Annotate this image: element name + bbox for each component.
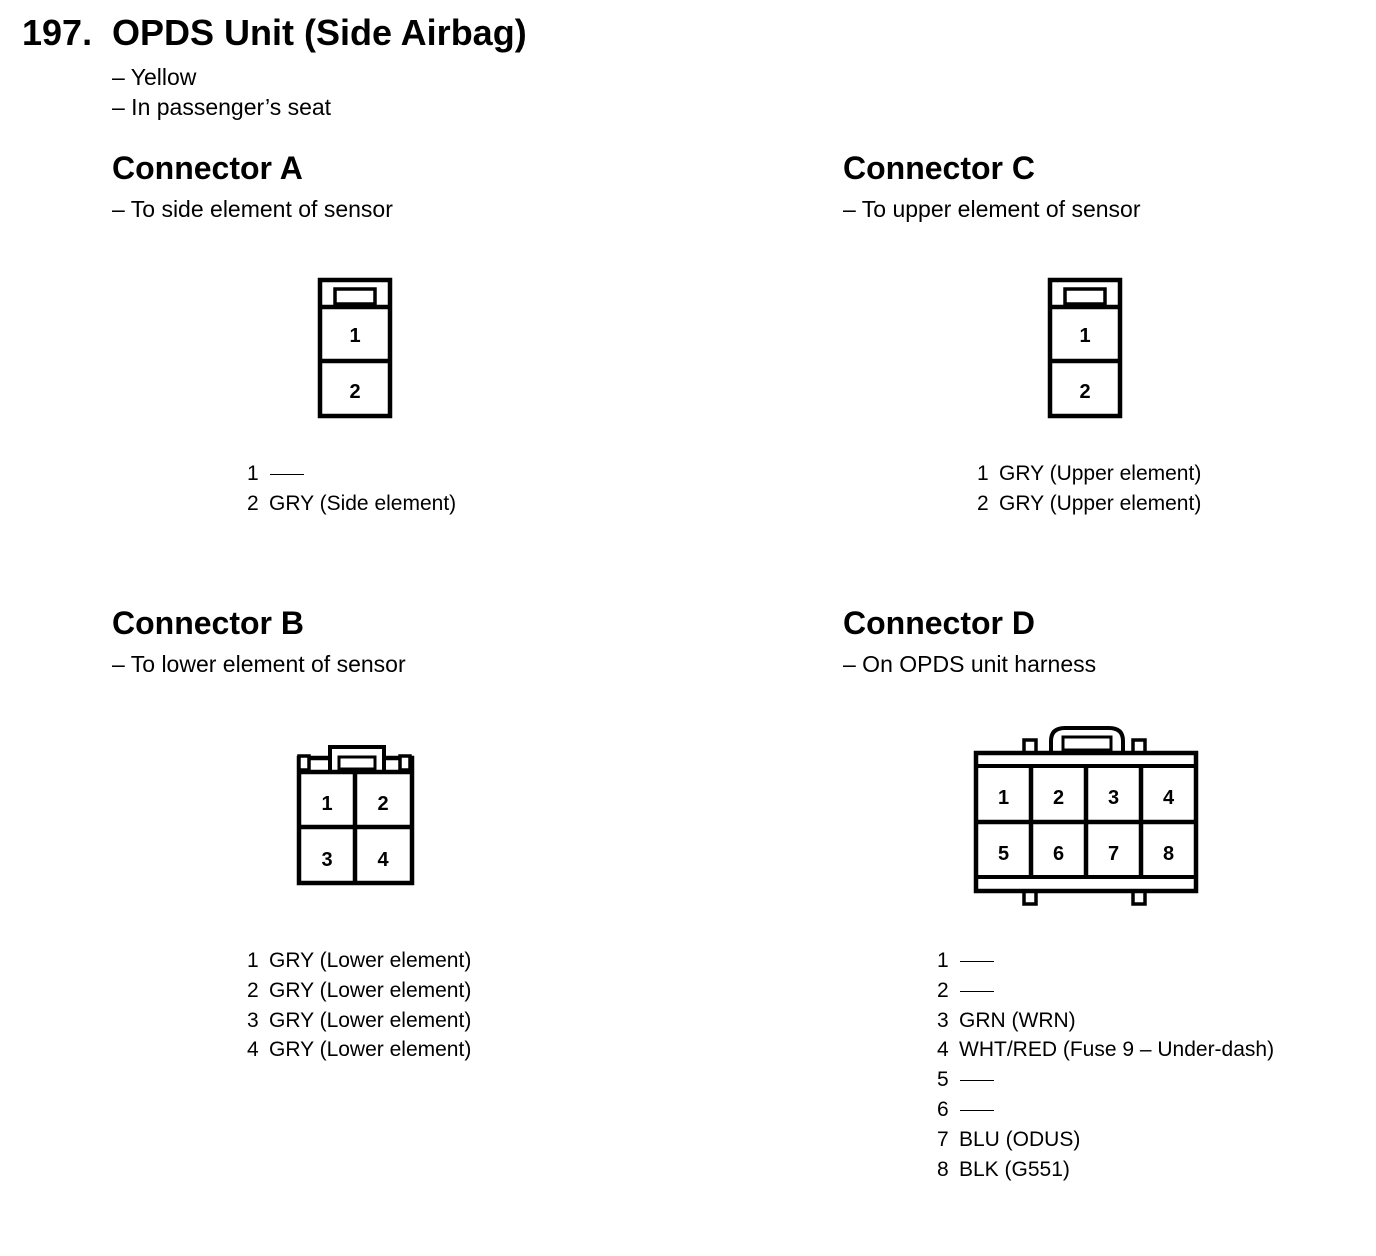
- connector-a-title: Connector A: [112, 150, 303, 186]
- connector-d-pin-label-3: 3: [1108, 787, 1119, 809]
- connector-b-diagram: 1 2 3 4: [290, 737, 420, 892]
- pin-row: 1 GRY (Upper element): [977, 459, 1201, 489]
- connector-c-desc: – To upper element of sensor: [843, 196, 1141, 222]
- pin-wire: GRN (WRN): [959, 1008, 1076, 1032]
- pin-wire: GRY (Side element): [269, 491, 457, 515]
- pin-wire: BLU (ODUS): [959, 1127, 1081, 1151]
- connector-d-pin-label-6: 6: [1053, 843, 1064, 865]
- pin-row: 4 WHT/RED (Fuse 9 – Under-dash): [937, 1035, 1274, 1065]
- pin-row: 1: [937, 946, 1274, 976]
- pin-number: 8: [937, 1157, 949, 1181]
- pin-row: 2 GRY (Side element): [247, 489, 456, 519]
- pin-row: 1 GRY (Lower element): [247, 946, 471, 976]
- pin-row: 2 GRY (Upper element): [977, 489, 1201, 519]
- connector-d-title: Connector D: [843, 605, 1035, 641]
- color-note: – Yellow: [112, 64, 197, 90]
- pin-row: 2 GRY (Lower element): [247, 976, 471, 1006]
- no-wire-dash: [960, 960, 994, 962]
- pin-number: 1: [247, 462, 259, 485]
- pin-number: 3: [247, 1008, 259, 1032]
- connector-b-title: Connector B: [112, 605, 304, 641]
- connector-b-desc: – To lower element of sensor: [112, 651, 406, 677]
- pin-row: 1: [247, 459, 456, 489]
- pin-wire: GRY (Lower element): [269, 1038, 472, 1062]
- item-number: 197.: [22, 12, 93, 53]
- no-wire-dash: [270, 473, 304, 475]
- pin-number: 4: [247, 1038, 259, 1062]
- connector-d-pin-label-2: 2: [1053, 787, 1064, 809]
- page-title: 197. OPDS Unit (Side Airbag): [22, 12, 527, 54]
- pin-row: 3 GRN (WRN): [937, 1006, 1274, 1036]
- pin-row: 5: [937, 1065, 1274, 1095]
- pin-wire: GRY (Upper element): [999, 491, 1202, 515]
- connector-a-pin-label-2: 2: [349, 381, 360, 403]
- pin-wire: GRY (Lower element): [269, 1008, 472, 1032]
- pin-number: 1: [977, 462, 989, 485]
- pin-number: 5: [937, 1068, 949, 1092]
- item-title: OPDS Unit (Side Airbag): [112, 12, 527, 53]
- connector-b-pin-label-4: 4: [377, 849, 389, 871]
- no-wire-dash: [960, 1109, 994, 1111]
- connector-b-pin-label-1: 1: [321, 793, 332, 815]
- pin-wire: WHT/RED (Fuse 9 – Under-dash): [959, 1038, 1275, 1062]
- connector-d-pin-list: 1 2 3 GRN (WRN) 4 WHT/RED (Fuse 9 – Under-…: [937, 946, 1274, 1184]
- connector-a-diagram: 1 2: [310, 270, 400, 425]
- connector-a-pin-label-1: 1: [349, 325, 360, 347]
- pin-number: 2: [247, 978, 259, 1002]
- pin-wire: GRY (Lower element): [269, 978, 472, 1002]
- connector-a-pin-list: 1 2 GRY (Side element): [247, 459, 456, 519]
- pin-row: 6: [937, 1095, 1274, 1125]
- pin-number: 7: [937, 1127, 949, 1151]
- connector-d-pin-label-4: 4: [1163, 787, 1175, 809]
- pin-number: 1: [247, 949, 259, 972]
- pin-wire: BLK (G551): [959, 1157, 1070, 1181]
- connector-c-pin-label-2: 2: [1079, 381, 1090, 403]
- no-wire-dash: [960, 1080, 994, 1082]
- location-note: – In passenger’s seat: [112, 94, 332, 120]
- pin-row: 4 GRY (Lower element): [247, 1035, 471, 1065]
- connector-a-desc: – To side element of sensor: [112, 196, 393, 222]
- connector-c-pin-label-1: 1: [1079, 325, 1090, 347]
- connector-d-pin-label-5: 5: [998, 843, 1009, 865]
- connector-b-pin-label-3: 3: [321, 849, 332, 871]
- pin-number: 1: [937, 949, 949, 972]
- pin-number: 2: [247, 491, 259, 515]
- connector-d-pin-label-7: 7: [1108, 843, 1119, 865]
- pin-number: 2: [977, 491, 989, 515]
- connector-c-diagram: 1 2: [1040, 270, 1130, 425]
- pin-number: 3: [937, 1008, 949, 1032]
- pin-number: 6: [937, 1097, 949, 1121]
- connector-c-title: Connector C: [843, 150, 1035, 186]
- connector-d-desc: – On OPDS unit harness: [843, 651, 1097, 677]
- connector-d-pin-label-1: 1: [998, 787, 1009, 809]
- connector-c-housing: [1047, 277, 1123, 419]
- no-wire-dash: [960, 990, 994, 992]
- connector-d-diagram: 1 2 3 4 5 6 7 8: [965, 718, 1210, 913]
- connector-d-pin-label-8: 8: [1163, 843, 1174, 865]
- pin-row: 2: [937, 976, 1274, 1006]
- connector-b-pin-label-2: 2: [377, 793, 388, 815]
- pin-row: 7 BLU (ODUS): [937, 1125, 1274, 1155]
- pin-row: 3 GRY (Lower element): [247, 1006, 471, 1036]
- connector-c-latch: [1063, 287, 1107, 306]
- pin-wire: GRY (Upper element): [999, 462, 1202, 485]
- pin-number: 4: [937, 1038, 949, 1062]
- pin-number: 2: [937, 978, 949, 1002]
- connector-a-latch: [333, 287, 377, 306]
- pin-row: 8 BLK (G551): [937, 1155, 1274, 1185]
- pin-wire: GRY (Lower element): [269, 949, 472, 972]
